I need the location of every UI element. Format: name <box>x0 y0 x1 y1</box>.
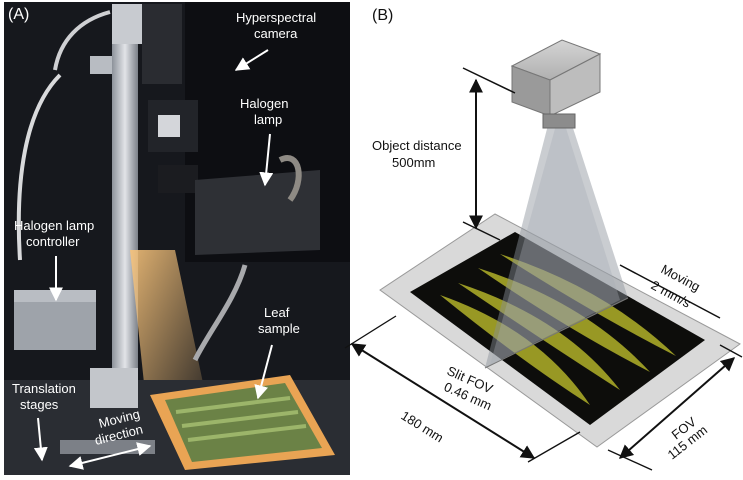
label-object-distance-line2: 500mm <box>392 155 435 170</box>
label-halogen-lamp-line1: Halogen <box>240 96 288 111</box>
camera-body <box>142 4 182 84</box>
leaf-strip-2 <box>181 410 299 428</box>
panel-b-schematic: (B) Object distance 500mm Moving 2 mm/s <box>344 7 743 471</box>
width-tick-right <box>527 431 581 463</box>
arrow-leaf <box>254 344 273 400</box>
label-translation-stages-line2: stages <box>20 397 59 412</box>
lamp-coil <box>278 155 302 202</box>
camera-fov-beam <box>485 125 628 368</box>
label-halogen-lamp-line2: lamp <box>254 112 282 127</box>
label-controller-line2: controller <box>26 234 80 249</box>
arrow-camera <box>234 49 269 71</box>
width-arrow <box>350 343 536 459</box>
label-width: 180 mm <box>398 408 446 446</box>
camera-lens <box>542 113 576 129</box>
label-translation-stages-line1: Translation <box>12 381 76 396</box>
fov-arrow <box>618 357 736 459</box>
leaf-strip-1 <box>175 396 291 414</box>
power-cable-top <box>53 10 111 71</box>
label-object-distance-line1: Object distance <box>372 138 462 153</box>
power-cable <box>16 73 62 261</box>
panel-b-tag: (B) <box>372 7 393 24</box>
width-tick-left <box>344 315 397 349</box>
leaf-4 <box>500 254 676 356</box>
stage-bracket <box>90 368 138 408</box>
vertical-rail <box>112 44 138 374</box>
panel-a-tag: (A) <box>8 6 29 23</box>
lens <box>158 165 198 193</box>
fov-tick-bottom <box>607 449 653 471</box>
label-leaf-sample-line2: sample <box>258 321 300 336</box>
lamp-cable <box>192 264 248 362</box>
label-controller-line1: Halogen lamp <box>14 218 94 233</box>
arrow-lamp <box>259 133 274 187</box>
slit-beam <box>490 125 620 365</box>
fov-tick-top <box>719 344 743 358</box>
leaf-strip-3 <box>187 424 307 442</box>
label-leaf-sample-line1: Leaf <box>264 305 290 320</box>
leaf-2 <box>458 283 620 390</box>
moving-arrow <box>619 264 721 319</box>
arrow-moving-direction <box>68 442 152 470</box>
object-distance-tick-top <box>462 67 516 94</box>
label-hyperspectral-camera-line2: camera <box>254 26 298 41</box>
lamp-controller <box>14 300 96 350</box>
arrow-stages <box>33 417 48 462</box>
panel-a-photo: (A) Hyperspectral camera Halogen lamp Ha… <box>4 2 350 475</box>
lens-label <box>158 115 180 137</box>
halogen-lamp-housing <box>195 170 320 255</box>
leaf-sample-photo <box>165 383 322 462</box>
leaf-3 <box>478 268 650 372</box>
label-hyperspectral-camera-line1: Hyperspectral <box>236 10 316 25</box>
camera-box-right <box>549 53 601 117</box>
